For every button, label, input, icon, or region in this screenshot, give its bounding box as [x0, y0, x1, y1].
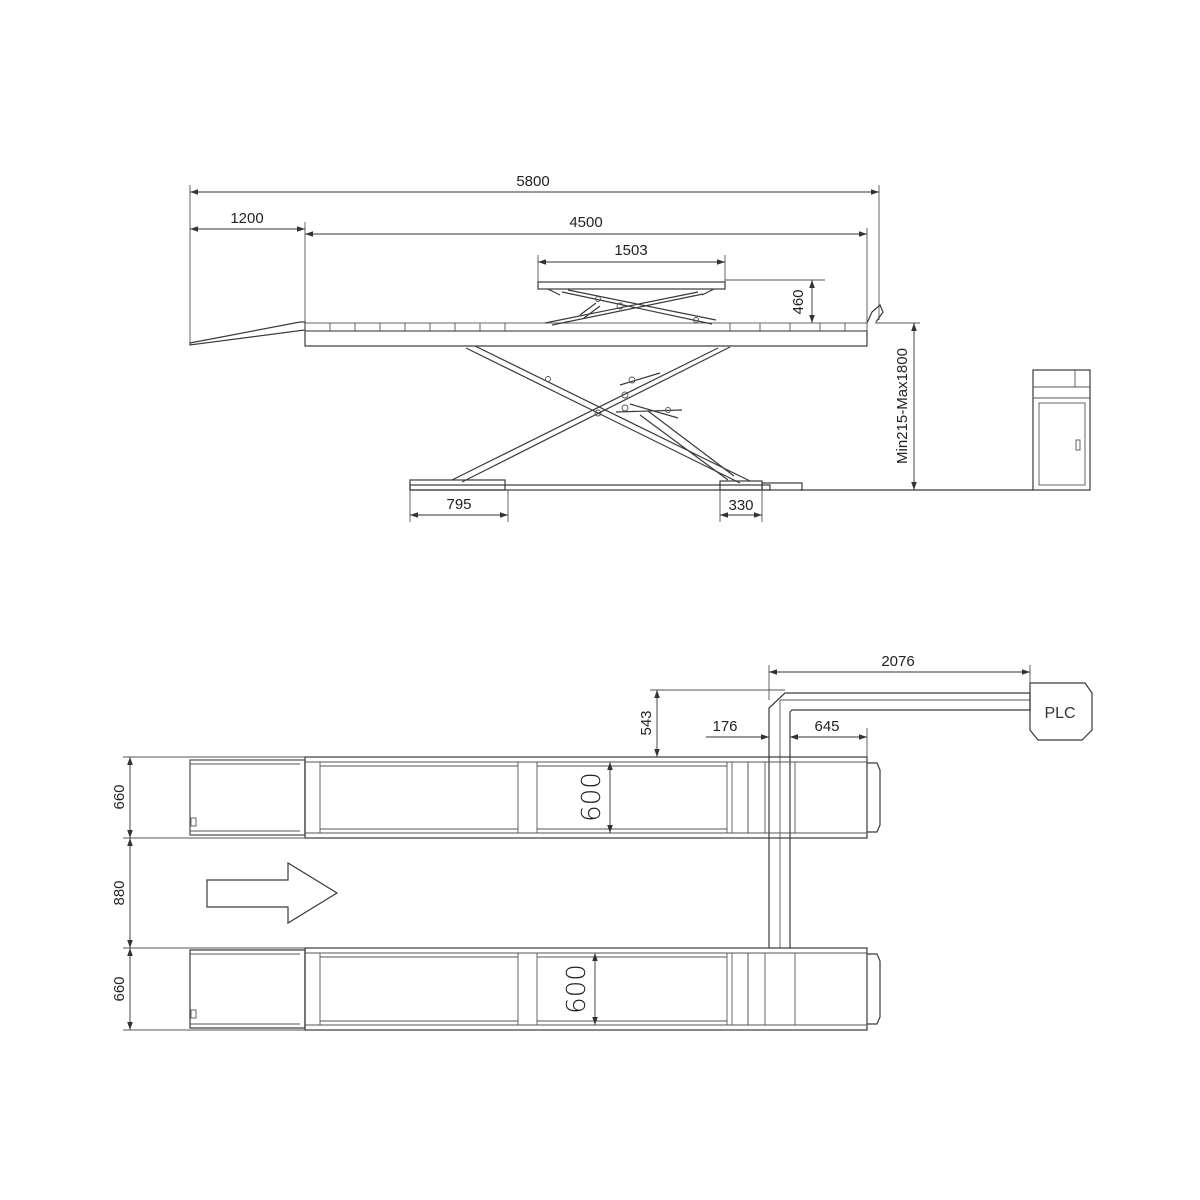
base-frame [409, 484, 771, 491]
wheel-stop-lower [867, 953, 881, 1025]
runway-upper-section-1 [319, 761, 519, 834]
label-gap-right: 645 [814, 718, 839, 735]
plc-label: PLC [1044, 705, 1075, 722]
control-arm [768, 692, 1031, 948]
label-ramp-length: 1200 [230, 210, 263, 227]
runway-lower [189, 947, 881, 1031]
platform-rollers [329, 323, 846, 331]
label-base-front: 795 [446, 496, 471, 513]
label-second-lift-length: 1503 [614, 242, 647, 259]
secondary-lift-plate [537, 281, 726, 290]
runway-lower-section-1 [319, 952, 519, 1026]
lift-pad-upper [536, 761, 728, 834]
label-control-arm-length: 2076 [881, 653, 914, 670]
label-gap-left: 176 [712, 718, 737, 735]
side-view: 5800 1200 4500 1503 460 [189, 173, 1091, 522]
label-runway-spacing: 880 [111, 880, 128, 905]
label-second-lift-height: 460 [790, 289, 807, 314]
wheel-stop-upper [867, 762, 881, 833]
runway-upper [189, 756, 881, 839]
label-height-range: Min215-Max1800 [894, 348, 911, 464]
main-platform [304, 330, 868, 347]
approach-ramp [189, 321, 306, 346]
top-view: PLC 2076 543 176 645 [111, 653, 1093, 1031]
secondary-scissor [544, 289, 717, 326]
label-base-rear: 330 [728, 497, 753, 514]
base-pad-front [409, 479, 506, 491]
label-overall-length: 5800 [516, 173, 549, 190]
label-runway-width-upper: 660 [111, 784, 128, 809]
label-lift-pad-lower: 600 [562, 964, 592, 1014]
label-lift-pad-upper: 600 [577, 772, 607, 822]
label-platform-length: 4500 [569, 214, 602, 231]
label-control-arm-offset: 543 [638, 710, 655, 735]
lift-pad-lower [536, 952, 728, 1026]
wheel-stop [866, 304, 884, 324]
control-cabinet-side [1032, 369, 1091, 491]
drive-direction-arrow-icon [206, 861, 339, 925]
main-scissor [451, 345, 751, 484]
label-runway-width-lower: 660 [111, 976, 128, 1001]
plc-control-box: PLC [1029, 682, 1093, 741]
